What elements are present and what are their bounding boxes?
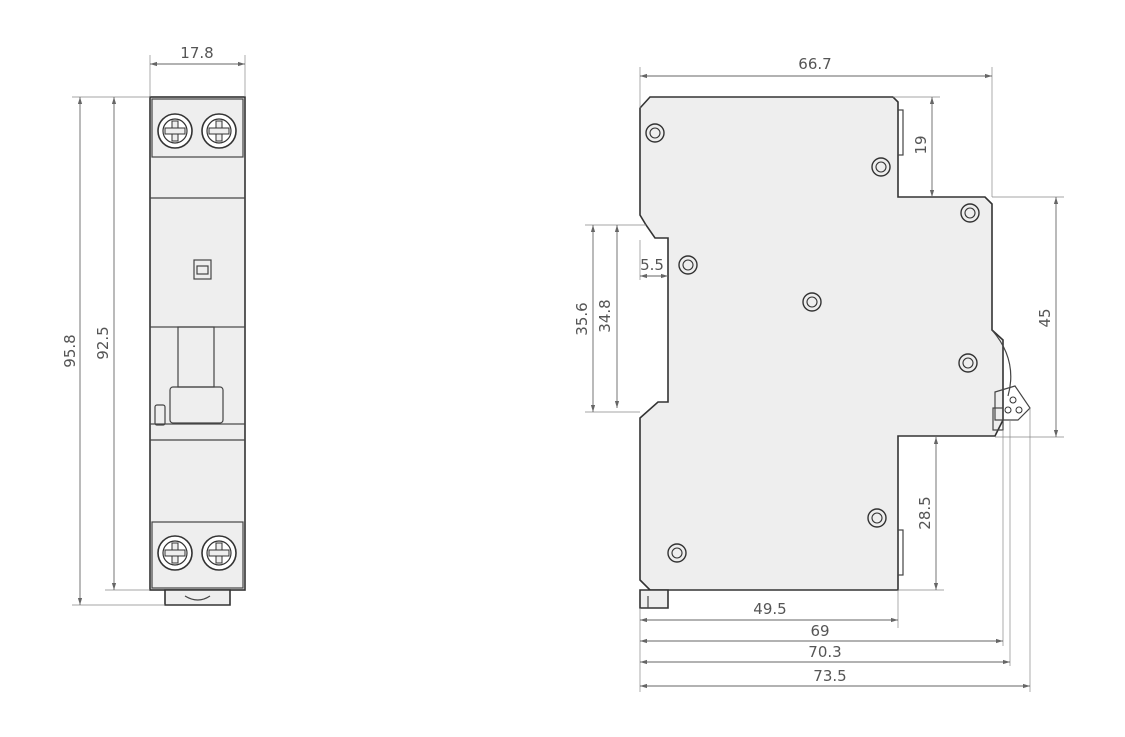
screw-icon: [157, 535, 193, 571]
rivet-icon: [667, 543, 687, 563]
rivet-icon: [645, 123, 665, 143]
dim-depth-body: 49.5: [753, 600, 786, 618]
rivet-icon: [867, 508, 887, 528]
dim-front-face: 45: [1036, 308, 1054, 327]
dim-rail-inner: 34.8: [596, 299, 614, 332]
toggle-lever: [169, 386, 224, 424]
rivet-icon: [802, 292, 822, 312]
dim-depth-toggle: 70.3: [808, 643, 841, 661]
side-body: [639, 96, 1004, 591]
dim-depth-overall: 73.5: [813, 667, 846, 685]
bottom-terminal-block: [151, 521, 244, 589]
dim-width: 17.8: [180, 44, 213, 62]
dim-rail-offset: 5.5: [640, 256, 664, 274]
front-view: 17.8 95.8 92.5: [61, 44, 246, 606]
top-terminal-block: [151, 98, 244, 158]
screw-icon: [157, 113, 193, 149]
front-body: [149, 96, 246, 591]
dim-top-width: 66.7: [798, 55, 831, 73]
dim-rail-outer: 35.6: [573, 302, 591, 335]
dim-overall-height: 95.8: [61, 334, 79, 367]
din-clip: [164, 589, 231, 606]
dim-bottom-step: 28.5: [916, 496, 934, 529]
indicator-window: [193, 259, 212, 280]
dim-top-step: 19: [912, 135, 930, 154]
rivet-icon: [960, 203, 980, 223]
rivet-icon: [871, 157, 891, 177]
dim-body-height: 92.5: [94, 326, 112, 359]
dim-depth-front: 69: [810, 622, 829, 640]
rivet-icon: [678, 255, 698, 275]
test-button: [154, 404, 166, 426]
toggle-profile: [991, 329, 1012, 397]
screw-icon: [201, 113, 237, 149]
din-clip: [639, 589, 669, 609]
rivet-icon: [958, 353, 978, 373]
toggle-lever: [994, 385, 1031, 421]
side-view: 66.7 19 45 28.5 5.5 35.6 34.8 49.5: [573, 55, 1064, 692]
screw-icon: [201, 535, 237, 571]
